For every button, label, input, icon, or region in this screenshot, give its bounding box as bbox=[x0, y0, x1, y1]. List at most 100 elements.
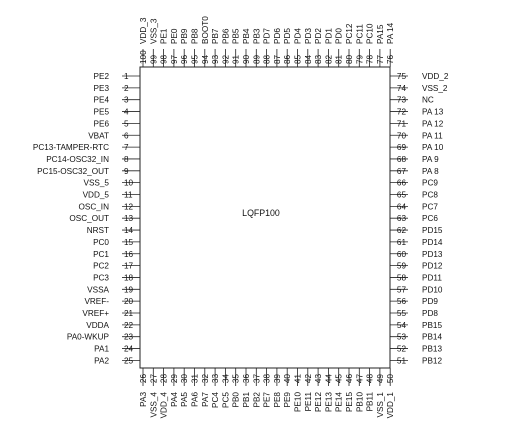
pin-61-name: PD14 bbox=[422, 238, 443, 247]
pin-88-name: PD7 bbox=[263, 28, 272, 44]
pin-5-number: 5 bbox=[124, 119, 129, 128]
pin-36-name: PB1 bbox=[242, 392, 251, 408]
pin-41-number: 41 bbox=[294, 374, 303, 384]
pin-33-number: 33 bbox=[211, 374, 220, 384]
pin-49-name: VSS_1 bbox=[376, 392, 385, 418]
pin-19-number: 19 bbox=[124, 285, 134, 294]
pin-29-name: PA4 bbox=[170, 392, 179, 407]
pin-64-number: 64 bbox=[397, 202, 407, 211]
pin-20-number: 20 bbox=[124, 297, 134, 306]
pin-35-name: PB0 bbox=[232, 392, 241, 408]
pin-38-name: PE7 bbox=[263, 392, 272, 408]
pin-2-name: PE3 bbox=[94, 84, 110, 93]
pin-100-name: VDD_3 bbox=[139, 17, 148, 44]
pin-93-name: PB7 bbox=[211, 28, 220, 44]
pin-43-number: 43 bbox=[314, 374, 323, 384]
pin-27-name: VSS_4 bbox=[149, 392, 158, 418]
pin-92-name: PB6 bbox=[221, 28, 230, 44]
pin-15-number: 15 bbox=[124, 238, 134, 247]
pin-47-number: 47 bbox=[355, 374, 364, 384]
pin-10-name: VSS_5 bbox=[84, 179, 110, 188]
pin-group: 1PE22PE33PE44PE55PE66VBAT7PC13-TAMPER-RT… bbox=[33, 16, 449, 419]
pin-58-name: PD11 bbox=[422, 273, 442, 282]
pin-23-name: PA0-WKUP bbox=[67, 333, 110, 342]
pin-55-name: PD8 bbox=[422, 309, 438, 318]
pin-98-number: 98 bbox=[160, 54, 169, 64]
pin-25-number: 25 bbox=[124, 356, 134, 365]
pin-11-number: 11 bbox=[124, 191, 133, 200]
pin-6-name: VBAT bbox=[88, 131, 109, 140]
pin-87-number: 87 bbox=[273, 54, 282, 64]
pin-86-name: PD5 bbox=[283, 28, 292, 44]
pin-97-number: 97 bbox=[170, 54, 179, 64]
pin-77-number: 77 bbox=[376, 54, 385, 64]
pin-33-name: PC4 bbox=[211, 392, 220, 408]
pin-66-name: PC9 bbox=[422, 179, 438, 188]
pin-38-number: 38 bbox=[263, 374, 272, 384]
pin-21-number: 21 bbox=[124, 309, 134, 318]
pin-14-name: NRST bbox=[87, 226, 109, 235]
pin-32-name: PA7 bbox=[201, 392, 210, 407]
pin-65-name: PC8 bbox=[422, 191, 438, 200]
pin-23-number: 23 bbox=[124, 333, 134, 342]
pin-93-number: 93 bbox=[211, 54, 220, 64]
pin-53-number: 53 bbox=[397, 333, 407, 342]
pin-50-name: VDD_1 bbox=[386, 392, 395, 419]
pin-17-name: PC2 bbox=[93, 262, 109, 271]
pin-59-number: 59 bbox=[397, 262, 407, 271]
pin-25-name: PA2 bbox=[94, 356, 109, 365]
pin-44-name: PE13 bbox=[324, 392, 333, 412]
pin-79-name: PC11 bbox=[355, 24, 364, 44]
pin-48-name: PB11 bbox=[366, 392, 375, 412]
pin-19-name: VSSA bbox=[87, 285, 109, 294]
pin-76-number: 76 bbox=[386, 54, 395, 64]
pin-94-number: 94 bbox=[201, 54, 210, 64]
pin-95-name: PB8 bbox=[191, 28, 200, 44]
pin-96-number: 96 bbox=[180, 54, 189, 64]
pin-12-name: OSC_IN bbox=[79, 202, 110, 211]
pin-68-name: PA 9 bbox=[422, 155, 439, 164]
pin-74-number: 74 bbox=[397, 84, 407, 93]
pin-13-name: OSC_OUT bbox=[69, 214, 109, 223]
pin-34-name: PC5 bbox=[221, 392, 230, 408]
pin-88-number: 88 bbox=[263, 54, 272, 64]
pin-54-number: 54 bbox=[397, 321, 407, 330]
pin-7-number: 7 bbox=[124, 143, 129, 152]
pin-70-number: 70 bbox=[397, 131, 407, 140]
pin-69-number: 69 bbox=[397, 143, 407, 152]
pin-10-number: 10 bbox=[124, 179, 134, 188]
pin-50-number: 50 bbox=[386, 374, 395, 384]
pin-15-name: PC0 bbox=[93, 238, 109, 247]
pin-2-number: 2 bbox=[124, 84, 129, 93]
pin-74-name: VSS_2 bbox=[422, 84, 448, 93]
pin-52-number: 52 bbox=[397, 345, 407, 354]
pin-91-name: PB5 bbox=[232, 28, 241, 44]
pin-97-name: PE0 bbox=[170, 28, 179, 44]
pin-8-name: PC14-OSC32_IN bbox=[46, 155, 109, 164]
pin-66-number: 66 bbox=[397, 179, 407, 188]
pin-41-name: PE10 bbox=[294, 392, 303, 412]
pin-67-number: 67 bbox=[397, 167, 407, 176]
pin-71-name: PA 12 bbox=[422, 119, 444, 128]
pin-94-name: BOOT0 bbox=[201, 16, 210, 44]
pin-48-number: 48 bbox=[366, 374, 375, 384]
pin-46-name: PE15 bbox=[345, 392, 354, 412]
pin-40-number: 40 bbox=[283, 374, 292, 384]
pin-90-name: PB4 bbox=[242, 28, 251, 44]
pin-99-name: VSS_3 bbox=[149, 18, 158, 44]
pin-26-name: PA3 bbox=[139, 392, 148, 407]
pin-56-number: 56 bbox=[397, 297, 407, 306]
pin-65-number: 65 bbox=[397, 191, 407, 200]
pin-89-number: 89 bbox=[252, 54, 261, 64]
pin-39-number: 39 bbox=[273, 374, 282, 384]
pin-46-number: 46 bbox=[345, 374, 354, 384]
pin-39-name: PE8 bbox=[273, 392, 282, 408]
pin-53-name: PB14 bbox=[422, 333, 442, 342]
pin-73-number: 73 bbox=[397, 96, 407, 105]
pin-7-name: PC13-TAMPER-RTC bbox=[33, 143, 109, 152]
pin-92-number: 92 bbox=[221, 54, 230, 64]
pin-21-name: VREF+ bbox=[82, 309, 109, 318]
pin-69-name: PA 10 bbox=[422, 143, 444, 152]
pin-5-name: PE6 bbox=[94, 119, 110, 128]
